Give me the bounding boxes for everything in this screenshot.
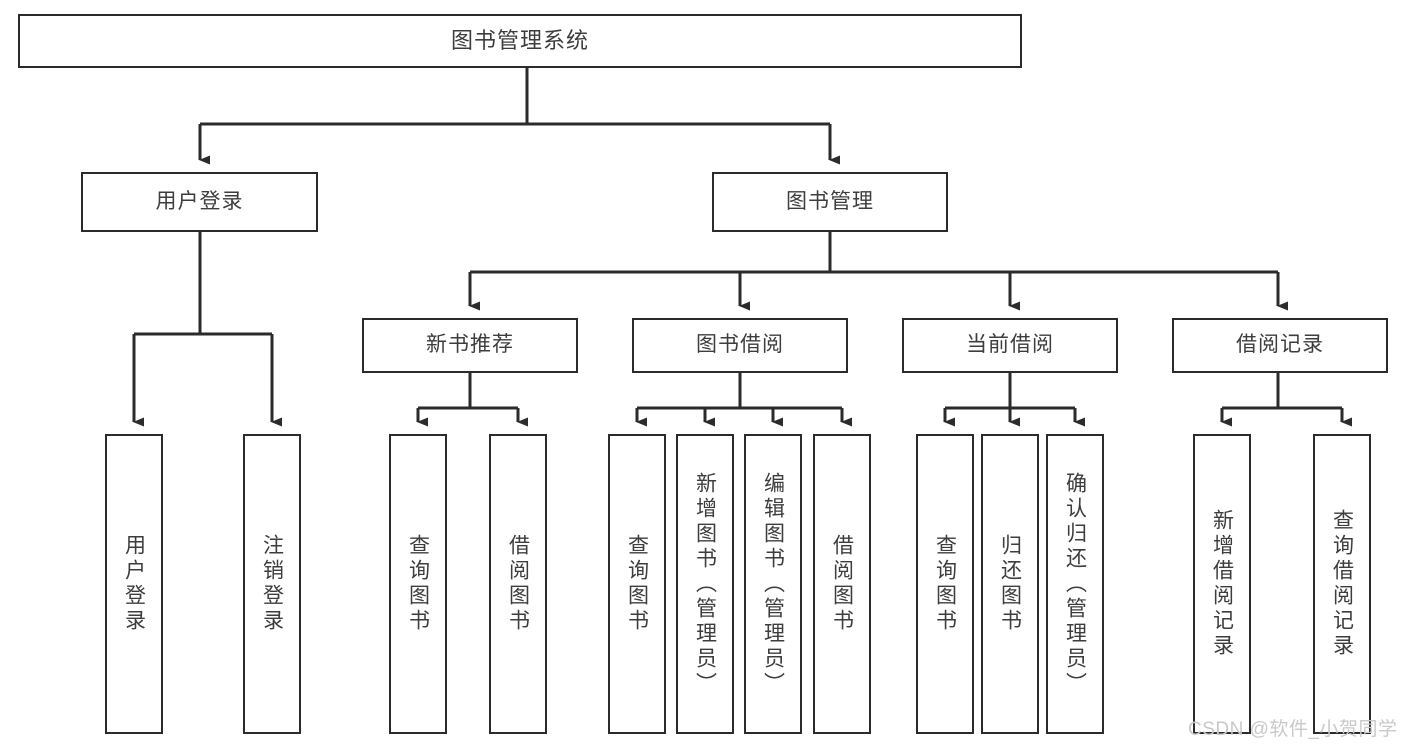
leaf-borrow-add-book[interactable]: 新增图书（管理员） bbox=[676, 434, 734, 734]
leaf-newbook-borrow-book[interactable]: 借阅图书 bbox=[489, 434, 547, 734]
leaf-record-add-label: 新增借阅记录 bbox=[1210, 509, 1234, 659]
node-book-borrow-label: 图书借阅 bbox=[696, 333, 784, 357]
node-new-book-recommend-label: 新书推荐 bbox=[426, 333, 514, 357]
node-new-book-recommend[interactable]: 新书推荐 bbox=[362, 318, 578, 373]
leaf-record-query-label: 查询借阅记录 bbox=[1330, 509, 1354, 659]
node-borrow-record-label: 借阅记录 bbox=[1236, 333, 1324, 357]
leaf-borrow-query-book-label: 查询图书 bbox=[625, 534, 649, 634]
leaf-newbook-borrow-book-label: 借阅图书 bbox=[506, 534, 530, 634]
leaf-borrow-query-book[interactable]: 查询图书 bbox=[608, 434, 666, 734]
leaf-current-confirm-return[interactable]: 确认归还（管理员） bbox=[1046, 434, 1104, 734]
leaf-user-login-label: 用户登录 bbox=[122, 534, 146, 634]
node-book-management-label: 图书管理 bbox=[786, 189, 874, 213]
leaf-current-query-book-label: 查询图书 bbox=[933, 534, 957, 634]
leaf-current-query-book[interactable]: 查询图书 bbox=[916, 434, 974, 734]
node-borrow-record[interactable]: 借阅记录 bbox=[1172, 318, 1388, 373]
node-root-label: 图书管理系统 bbox=[450, 28, 589, 54]
leaf-borrow-borrow-book-label: 借阅图书 bbox=[830, 534, 854, 634]
node-user-login[interactable]: 用户登录 bbox=[81, 172, 318, 232]
leaf-borrow-edit-book-label: 编辑图书（管理员） bbox=[761, 471, 785, 697]
node-book-management[interactable]: 图书管理 bbox=[712, 172, 948, 232]
leaf-newbook-query-book[interactable]: 查询图书 bbox=[389, 434, 447, 734]
leaf-logout[interactable]: 注销登录 bbox=[243, 434, 301, 734]
node-book-borrow[interactable]: 图书借阅 bbox=[632, 318, 848, 373]
leaf-record-query[interactable]: 查询借阅记录 bbox=[1313, 434, 1371, 734]
leaf-borrow-add-book-label: 新增图书（管理员） bbox=[693, 471, 717, 697]
leaf-logout-label: 注销登录 bbox=[260, 534, 284, 634]
node-current-borrow-label: 当前借阅 bbox=[966, 333, 1054, 357]
node-root[interactable]: 图书管理系统 bbox=[18, 14, 1022, 68]
leaf-user-login[interactable]: 用户登录 bbox=[105, 434, 163, 734]
leaf-current-return-book-label: 归还图书 bbox=[998, 534, 1022, 634]
leaf-current-confirm-return-label: 确认归还（管理员） bbox=[1063, 471, 1087, 697]
node-current-borrow[interactable]: 当前借阅 bbox=[902, 318, 1118, 373]
leaf-newbook-query-book-label: 查询图书 bbox=[406, 534, 430, 634]
leaf-borrow-borrow-book[interactable]: 借阅图书 bbox=[813, 434, 871, 734]
leaf-current-return-book[interactable]: 归还图书 bbox=[981, 434, 1039, 734]
leaf-record-add[interactable]: 新增借阅记录 bbox=[1193, 434, 1251, 734]
watermark: CSDN @软件_小贺同学 bbox=[1188, 719, 1398, 740]
node-user-login-label: 用户登录 bbox=[155, 189, 244, 213]
leaf-borrow-edit-book[interactable]: 编辑图书（管理员） bbox=[744, 434, 802, 734]
